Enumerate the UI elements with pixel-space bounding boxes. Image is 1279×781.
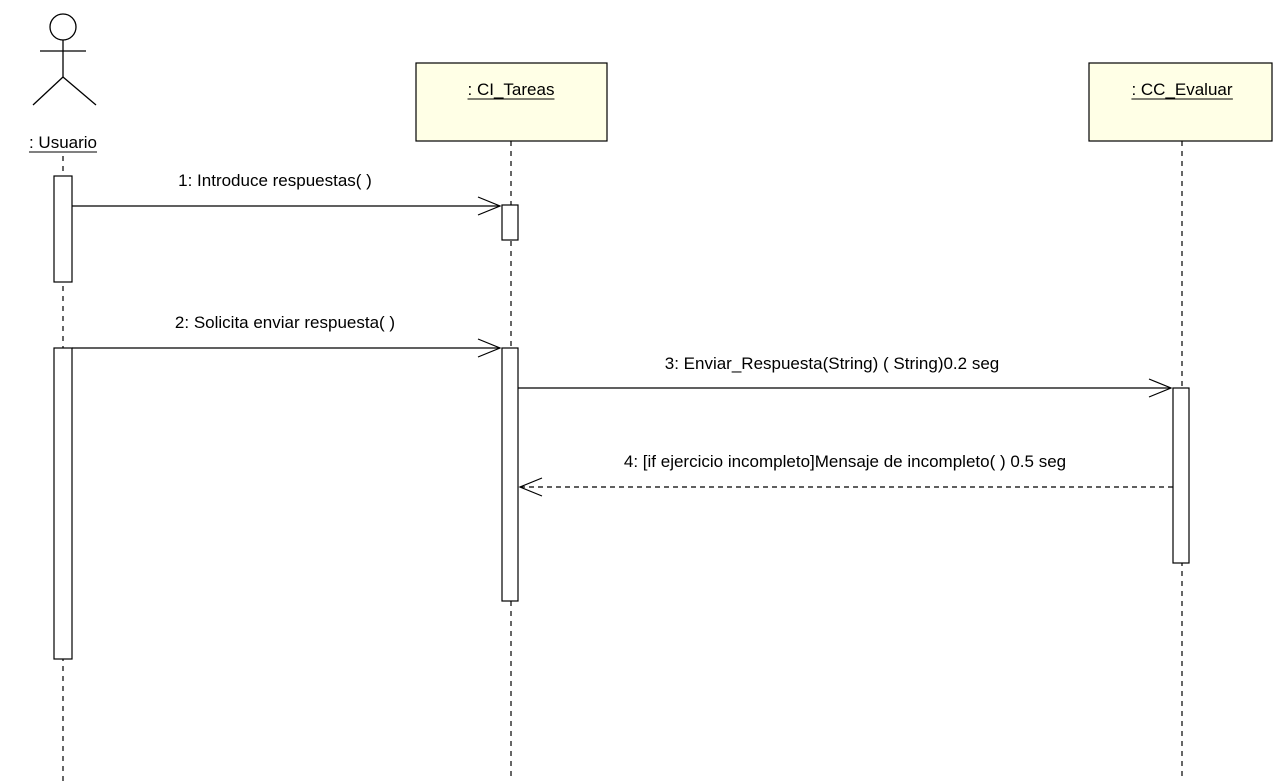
participant-label-usuario: : Usuario [29, 133, 97, 152]
activation-ci-tareas-2 [501, 347, 519, 602]
participant-label-ci-tareas: : CI_Tareas [468, 80, 555, 99]
object-cc-evaluar[interactable]: : CC_Evaluar [1088, 62, 1273, 142]
actor-left-leg [32, 76, 64, 106]
message-label: 1: Introduce respuestas( ) [178, 171, 372, 190]
message-1[interactable]: 1: Introduce respuestas( ) [72, 171, 502, 216]
message-label: 2: Solicita enviar respuesta( ) [175, 313, 395, 332]
participant-label-cc-evaluar: : CC_Evaluar [1131, 80, 1232, 99]
actor-head-icon [49, 13, 77, 41]
arrow-open-icon [1148, 378, 1173, 398]
activation-usuario-2 [53, 347, 73, 660]
activation-cc-evaluar-1 [1172, 387, 1190, 564]
message-2[interactable]: 2: Solicita enviar respuesta( ) [72, 313, 502, 358]
message-label: 3: Enviar_Respuesta(String) ( String)0.2… [665, 354, 1000, 373]
activation-ci-tareas-1 [501, 204, 519, 241]
actor-usuario[interactable]: : Usuario [28, 13, 98, 153]
message-4[interactable]: 4: [if ejercicio incompleto]Mensaje de i… [518, 452, 1173, 497]
activation-usuario-1 [53, 175, 73, 283]
message-3[interactable]: 3: Enviar_Respuesta(String) ( String)0.2… [518, 354, 1173, 398]
object-box-ci-tareas [415, 62, 608, 142]
actor-right-leg [62, 76, 97, 106]
arrow-open-icon [477, 196, 502, 216]
arrow-open-icon [477, 338, 502, 358]
arrow-open-icon [518, 477, 543, 497]
object-box-cc-evaluar [1088, 62, 1273, 142]
message-label: 4: [if ejercicio incompleto]Mensaje de i… [624, 452, 1066, 471]
object-ci-tareas[interactable]: : CI_Tareas [415, 62, 608, 142]
